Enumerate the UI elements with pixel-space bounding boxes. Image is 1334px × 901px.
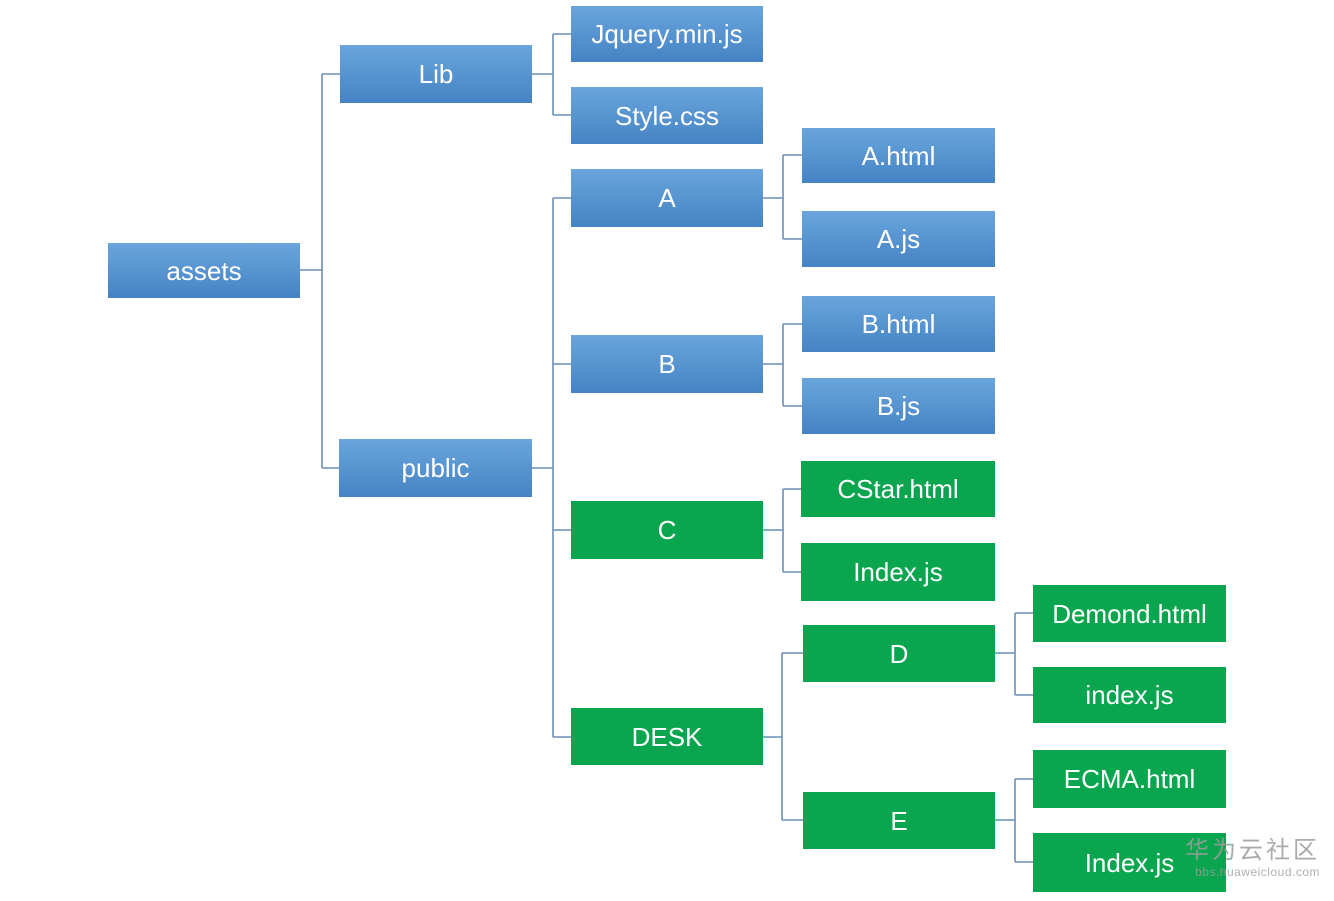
node-cstar-html: CStar.html: [801, 461, 995, 517]
node-d-index-js: index.js: [1033, 667, 1226, 723]
node-a-js: A.js: [802, 211, 995, 267]
node-ecma-html: ECMA.html: [1033, 750, 1226, 808]
node-lib: Lib: [340, 45, 532, 103]
connector-assets-children: [300, 73, 340, 469]
node-c: C: [571, 501, 763, 559]
node-demond-html: Demond.html: [1033, 585, 1226, 642]
node-b-html: B.html: [802, 296, 995, 352]
node-e-index-js: Index.js: [1033, 833, 1226, 892]
node-b: B: [571, 335, 763, 393]
node-a: A: [571, 169, 763, 227]
connector-a-children: [763, 154, 802, 240]
connector-desk-children: [763, 652, 803, 821]
connector-b-children: [763, 323, 802, 407]
node-style-css: Style.css: [571, 87, 763, 144]
node-desk: DESK: [571, 708, 763, 765]
node-assets: assets: [108, 243, 300, 298]
connector-d-children: [995, 612, 1033, 696]
node-d: D: [803, 625, 995, 682]
node-b-js: B.js: [802, 378, 995, 434]
node-e: E: [803, 792, 995, 849]
node-jquery-min-js: Jquery.min.js: [571, 6, 763, 62]
connector-e-children: [995, 778, 1033, 863]
node-public: public: [339, 439, 532, 497]
connector-c-children: [763, 488, 801, 573]
node-c-index-js: Index.js: [801, 543, 995, 601]
connector-lib-children: [532, 33, 571, 116]
connector-public-children: [532, 197, 571, 738]
node-a-html: A.html: [802, 128, 995, 183]
